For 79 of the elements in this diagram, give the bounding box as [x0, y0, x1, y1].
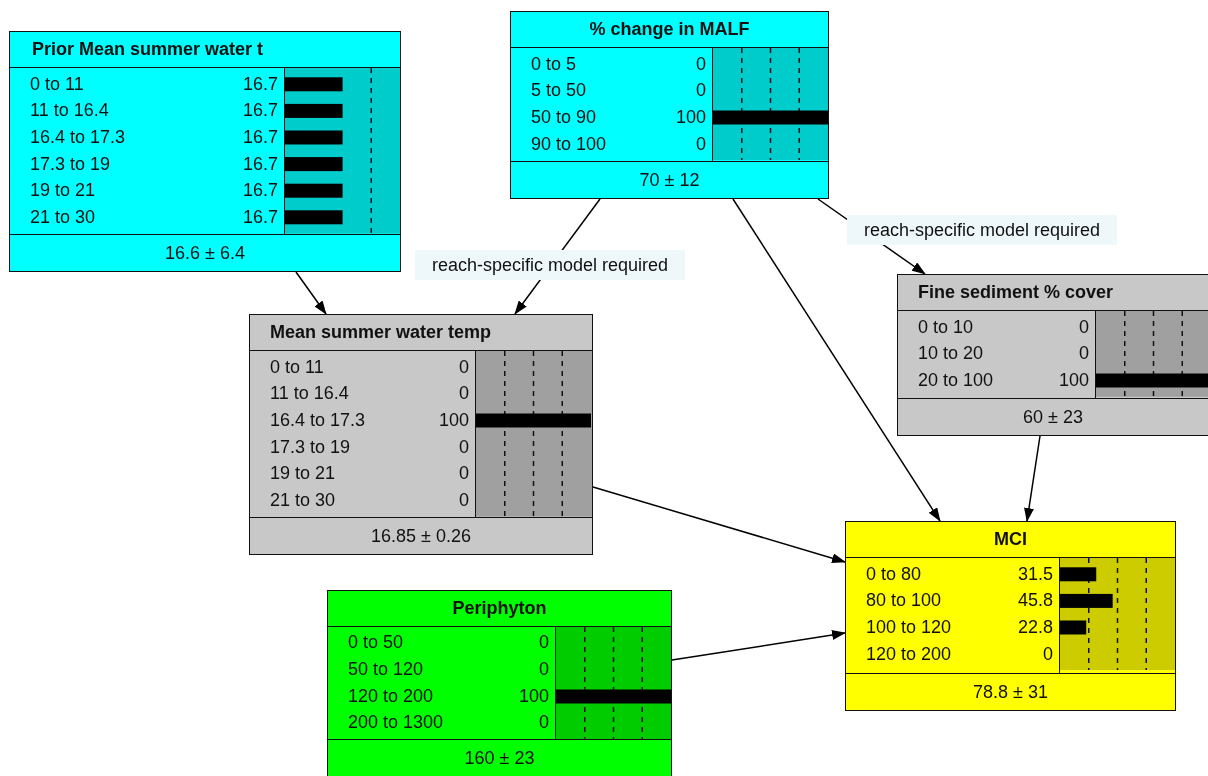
- state-label: 11 to 16.4: [30, 100, 109, 122]
- probability-value: 0: [459, 489, 469, 511]
- node-title: Fine sediment % cover: [918, 282, 1114, 303]
- arrow: [671, 630, 846, 661]
- probability-value: 0: [696, 133, 706, 155]
- probability-value: 0: [539, 712, 549, 734]
- probability-value: 31.5: [1017, 563, 1053, 585]
- state-label: 0 to 80: [866, 563, 922, 585]
- probability-value: 100: [675, 107, 706, 128]
- probability-value: 0: [459, 356, 469, 378]
- state-label: 16.4 to 17.3: [30, 127, 126, 148]
- probability-value: 0: [1079, 343, 1089, 365]
- state-label: 120 to 200: [866, 643, 952, 665]
- state-label: 19 to 21: [270, 463, 336, 485]
- state-label: 50 to 90: [531, 107, 597, 128]
- probability-value: 45.8: [1017, 590, 1053, 612]
- edge-label: reach-specific model required: [415, 250, 686, 280]
- node-title: Periphyton: [452, 597, 547, 619]
- node-card: [249, 314, 593, 555]
- probability-value: 16.7: [242, 153, 278, 175]
- state-label: 11 to 16.4: [270, 383, 349, 405]
- probability-value: 0: [696, 53, 706, 75]
- expected-value: 160 ± 23: [464, 747, 535, 769]
- state-label: 90 to 100: [531, 133, 607, 155]
- expected-value: 16.85 ± 0.26: [371, 525, 471, 547]
- probability-value: 100: [518, 685, 549, 707]
- node-title: Mean summer water temp: [270, 322, 492, 343]
- state-label: 80 to 100: [866, 590, 942, 612]
- probability-value: 22.8: [1017, 617, 1053, 638]
- state-label: 200 to 1300: [348, 712, 444, 734]
- state-label: 20 to 100: [918, 370, 994, 391]
- arrow: [1024, 435, 1041, 522]
- probability-value: 0: [1079, 316, 1089, 338]
- node-card: [845, 521, 1176, 711]
- probability-value: 16.7: [242, 100, 278, 122]
- arrow: [592, 486, 846, 564]
- state-label: 21 to 30: [30, 206, 96, 228]
- expected-value: 70 ± 12: [639, 169, 700, 191]
- state-label: 0 to 5: [531, 53, 577, 75]
- node-card: [327, 590, 672, 776]
- expected-value: 78.8 ± 31: [973, 681, 1048, 703]
- expected-value: 60 ± 23: [1023, 406, 1083, 428]
- state-label: 10 to 20: [918, 343, 984, 365]
- probability-value: 0: [459, 383, 469, 405]
- arrow: [295, 271, 327, 315]
- state-label: 120 to 200: [348, 685, 434, 707]
- state-label: 21 to 30: [270, 489, 336, 511]
- node-title: Prior Mean summer water t: [32, 39, 264, 60]
- state-label: 50 to 120: [348, 659, 424, 680]
- expected-value: 16.6 ± 6.4: [165, 242, 245, 264]
- probability-value: 0: [459, 463, 469, 485]
- probability-value: 16.7: [242, 206, 278, 228]
- state-label: 17.3 to 19: [270, 436, 351, 458]
- probability-value: 100: [1058, 370, 1089, 391]
- node-card: [510, 11, 829, 199]
- probability-value: 16.7: [242, 127, 278, 148]
- node-title: % change in MALF: [589, 19, 750, 40]
- arrow: [732, 198, 941, 522]
- probability-value: 0: [696, 80, 706, 102]
- probability-value: 16.7: [242, 180, 278, 202]
- state-label: 17.3 to 19: [30, 153, 111, 175]
- probability-value: 0: [1043, 643, 1053, 665]
- probability-value: 0: [539, 632, 549, 654]
- probability-value: 0: [539, 659, 549, 680]
- probability-value: 0: [459, 436, 469, 458]
- state-label: 0 to 50: [348, 632, 404, 654]
- state-label: 0 to 11: [30, 73, 84, 95]
- state-label: 19 to 21: [30, 180, 96, 202]
- node-card: [897, 274, 1208, 436]
- probability-value: 16.7: [242, 73, 278, 95]
- state-label: 16.4 to 17.3: [270, 410, 366, 431]
- node-card: [9, 31, 401, 272]
- state-label: 0 to 10: [918, 316, 974, 338]
- state-label: 100 to 120: [866, 617, 952, 638]
- state-label: 0 to 11: [270, 356, 324, 378]
- node-title: MCI: [994, 529, 1027, 550]
- probability-value: 100: [438, 410, 469, 431]
- edge-label: reach-specific model required: [847, 215, 1118, 245]
- state-label: 5 to 50: [531, 80, 587, 102]
